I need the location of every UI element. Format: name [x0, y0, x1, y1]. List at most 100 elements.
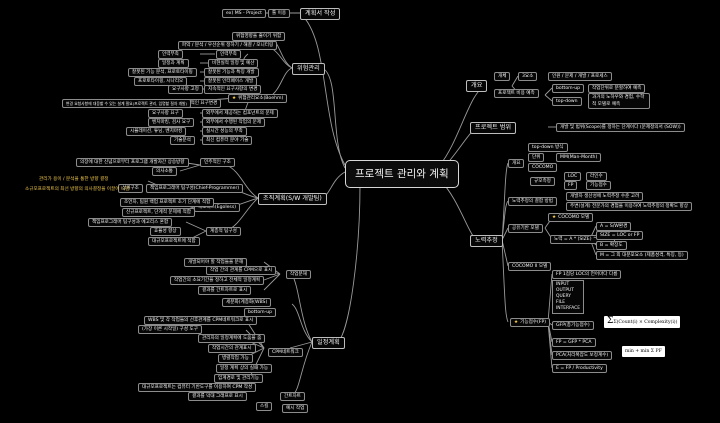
risk-sol-7[interactable]: 벤치마킹, 검사 요구	[148, 118, 195, 127]
branch-schedule[interactable]: 일정계획	[312, 337, 345, 349]
risk-item-5[interactable]: 지속적인 요구사항의 변경	[204, 85, 262, 94]
org-hier-1[interactable]: 책임프로그래머 팀구성과 에고리스 혼합	[88, 218, 173, 227]
est-loc[interactable]: LOC	[564, 172, 582, 181]
org-upper-2[interactable]: 소규모프로젝트의 최선 방향의 의사결정을 이끌어 나감	[25, 187, 130, 192]
sched-bottom-up[interactable]: bottom-up	[244, 308, 277, 317]
branch-estimate[interactable]: 노력추정	[470, 235, 503, 247]
risk-item-2[interactable]: 비현실적 일정 및 예산	[208, 59, 259, 68]
org-hier-2[interactable]: 효율성 향상	[150, 227, 181, 236]
sched-cpm-5[interactable]: 병렬작업 가능	[218, 354, 253, 363]
est-base-model[interactable]: 공유기반 모델	[508, 224, 543, 233]
overview-bottom-up-detail[interactable]: 작업단위로 분할하여 예측	[588, 84, 646, 93]
overview-object[interactable]: 개체	[494, 72, 511, 81]
risk-item-1[interactable]: 인력부족	[216, 50, 241, 59]
est-pca[interactable]: PCA(처리복잡도 보정계수)	[552, 351, 613, 360]
sched-cpm-2[interactable]: (가장 이른 시작일) 구성 도구	[138, 325, 202, 334]
risk-item-7[interactable]: 외부에서 수행된 작업의 문제	[202, 118, 266, 127]
org-upper-1[interactable]: 관리가 용이 / 분석을 통한 방향 결정	[39, 177, 109, 182]
risk-sol-5[interactable]: 요구사항 고정	[168, 85, 203, 94]
branch-plan-doc[interactable]: 계획서 작성	[300, 8, 341, 20]
risk-sol-3[interactable]: 잘못된 기능 분석, 프로토타이핑	[128, 68, 197, 77]
sched-step-2[interactable]: 작업 간의 관계를 CPM으로 표시	[206, 266, 277, 275]
sched-cpm-1[interactable]: WBS 및 각 작업들의 선후관계를 CPM네트워크로 표시	[144, 316, 258, 325]
org-democratic-2[interactable]: 의사소통	[152, 167, 177, 176]
overview-cost[interactable]: 프로젝트 비용 예측	[494, 89, 539, 98]
sched-wbs[interactable]: 세분화(계층화(WBS)	[222, 298, 272, 307]
est-fp-pca[interactable]: FP = GFP * PCA	[552, 338, 596, 347]
plan-doc-example[interactable]: ex) MS - Project	[222, 9, 266, 18]
est-b[interactable]: B = 확장도	[596, 241, 627, 250]
risk-item-6[interactable]: 외부에서 제공하는 컴포넌트의 문제	[202, 109, 278, 118]
est-cocomo2[interactable]: COCOMO II 모델	[508, 262, 552, 271]
est-combine[interactable]: 노력추정의 결합 방법	[508, 197, 557, 206]
est-topdown[interactable]: top-down 방식	[528, 143, 568, 152]
risk-item-8[interactable]: 실시간 성능의 부족	[202, 127, 247, 136]
sched-example[interactable]: 예시 작업	[282, 404, 309, 413]
est-cocomo[interactable]: COCOMO	[528, 163, 558, 172]
plan-doc-tool[interactable]: 툴 이용	[268, 9, 291, 18]
est-combine-2[interactable]: 주변(설계) 전문가의 경험을 이용하여 노력추정의 정확도 향상	[566, 202, 693, 211]
est-size-var[interactable]: SIZE = LOC or FP	[596, 231, 644, 240]
est-unit[interactable]: 단위	[528, 153, 545, 162]
risk-sol-8[interactable]: 시뮬레이션, 튜닝, 벤치마킹	[126, 127, 187, 136]
risk-change-note[interactable]: 변경 요청사항에 대응할 수 있는 설계 필요(프로젝트 관리, 임명할 절차 …	[62, 99, 192, 108]
org-egoless[interactable]: 에고리스(Egoless)	[194, 203, 241, 212]
sched-cpm-8[interactable]: 대규모프로젝트는 컴퓨터 기반도구를 이용하여 CPM 작성	[138, 383, 257, 392]
sched-skill[interactable]: 스킬	[256, 402, 273, 411]
est-overview[interactable]: 개요	[508, 159, 525, 168]
risk-purpose[interactable]: 위험영향을 줄이기 위함	[232, 32, 286, 41]
branch-overview[interactable]: 개요	[466, 80, 488, 92]
overview-top-down-detail[interactable]: 과거의 노하우와 경험, 수학적 모델로 예측	[588, 93, 650, 109]
risk-sol-6[interactable]: 요구사항 요구	[148, 109, 183, 118]
org-democratic-1[interactable]: 의장에 대한 신념으로부터 프로그램 개발자간 상승방향	[76, 158, 189, 167]
risk-steps[interactable]: 파악 / 분석 / 우선순위 정하기 / 해결 / 모니터링	[178, 41, 278, 50]
sched-cpm-6[interactable]: 일정 계획 상의 실패 가능	[216, 364, 273, 373]
branch-scope[interactable]: 프로젝트 범위	[470, 122, 517, 134]
est-size[interactable]: 규모측정	[530, 177, 555, 186]
org-egoless-1[interactable]: 조언자, 팀원 백업 프로젝트 초기 단계에 적합	[120, 198, 215, 207]
risk-sol-4[interactable]: 프로토타이핑, 시나리오	[134, 77, 188, 86]
est-m[interactable]: M = 그 외 대분포요소 (제품성격, 특징, 등)	[596, 251, 688, 260]
est-fp[interactable]: FP	[564, 181, 578, 190]
sched-step-4[interactable]: 결과를 간트차트로 표시	[198, 286, 252, 295]
est-gfp[interactable]: GFP(총기능점수)	[552, 321, 594, 330]
est-cocomo-model[interactable]: ★COCOMO 모델	[548, 213, 594, 222]
overview-3elements[interactable]: 3요소	[518, 72, 538, 81]
pca-formula: min + min Σ PF	[622, 346, 665, 357]
est-loc-detail[interactable]: 라인수	[586, 172, 607, 181]
risk-item-3[interactable]: 잘못된 기능과 특징 개발	[204, 68, 259, 77]
org-democratic[interactable]: 민주적인 구조	[200, 158, 235, 167]
est-combine-1[interactable]: 개발자 생산성에 노력추정 수준 고려	[566, 192, 644, 201]
overview-top-down[interactable]: top-down	[552, 97, 582, 106]
overview-3elements-detail[interactable]: 인원 / 문제 / 개발 / 프로세스	[548, 72, 612, 81]
est-a[interactable]: A = S/W환경	[596, 222, 632, 231]
sched-gantt-1[interactable]: 결과를 막대 그래프로 표시	[188, 392, 247, 401]
sched-step-3[interactable]: 작업간의 소요기간을 정하고 전체적 일정계획	[170, 276, 265, 285]
sched-cpm-4[interactable]: 작업시간의 관계표시	[208, 344, 256, 353]
org-chief[interactable]: 책임프로그래머 팀구성(Chief-Programmer)	[146, 184, 244, 193]
org-hier[interactable]: 계층적 팀구성	[206, 227, 241, 236]
sched-gantt[interactable]: 간트차트	[280, 392, 305, 401]
org-egoless-2[interactable]: 신규프로젝트, 단계적 문제에 적합	[122, 208, 196, 217]
est-effort[interactable]: E = FP / Productivity	[552, 364, 607, 373]
branch-org[interactable]: 조직계획(S/W 개발팀)	[258, 193, 327, 205]
sched-cpm[interactable]: CPM네트워크	[268, 348, 303, 357]
est-fp-detail[interactable]: 기능점수	[586, 181, 611, 190]
risk-sol-2[interactable]: 일정과 계획	[158, 59, 189, 68]
overview-bottom-up[interactable]: bottom-up	[552, 84, 585, 93]
risk-item-9[interactable]: 최신 컴퓨터 분야 기술	[202, 136, 253, 145]
risk-factors[interactable]: ★위험관리요소(Boehm)	[228, 94, 288, 103]
est-fp-root[interactable]: ★기능점수(FP)	[510, 318, 551, 327]
sched-cpm-3[interactable]: 관리자의 일정계획에 도움을 줌	[198, 334, 266, 343]
est-mm[interactable]: MM(Man-Month)	[556, 153, 602, 162]
sched-cpm-7[interactable]: 임계경로 및 관리기능	[214, 374, 263, 383]
risk-sol-1[interactable]: 인력부족	[158, 50, 183, 59]
branch-risk[interactable]: 위험관리	[292, 63, 325, 75]
org-upper[interactable]: 상위구조	[118, 184, 143, 193]
scope-detail[interactable]: 개발 및 범위(Scope)를 정하는 단계이다 (문제정의서 (SOW))	[556, 123, 685, 132]
sched-order[interactable]: 작업분해	[286, 270, 311, 279]
org-hier-3[interactable]: 대규모프로젝트에 적합	[148, 237, 200, 246]
est-fp-loc[interactable]: FP 1점당 LOC의 언어마다 다름	[552, 270, 622, 279]
risk-sol-9[interactable]: 기술분석	[170, 136, 195, 145]
root-topic[interactable]: 프로젝트 관리와 계획	[345, 160, 459, 188]
